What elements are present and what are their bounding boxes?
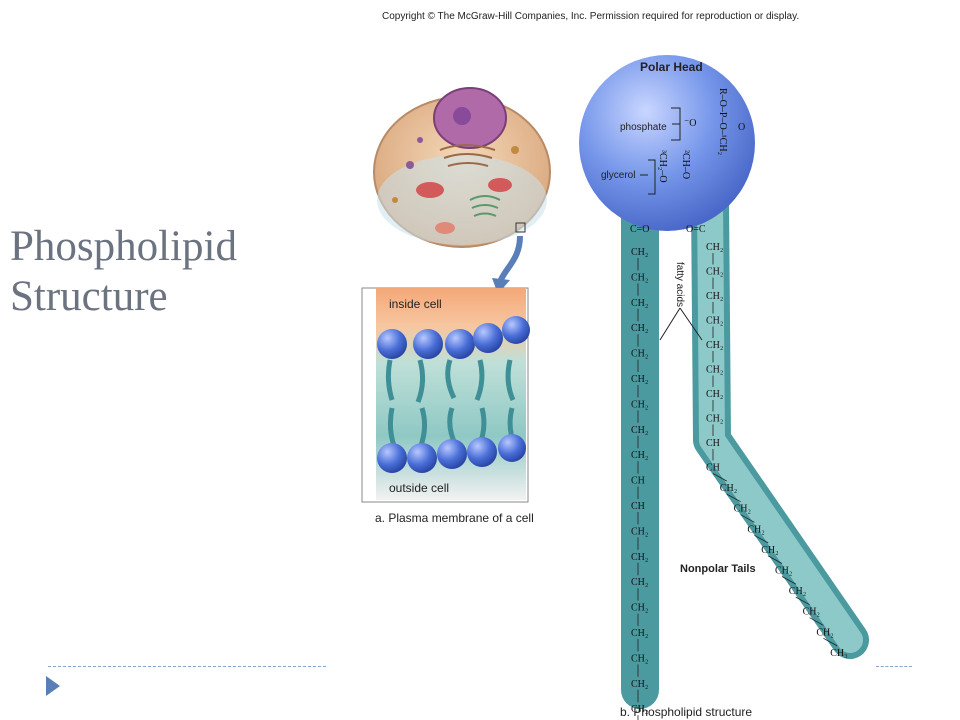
- left-chain-residue: CH₂: [631, 374, 648, 385]
- title-line-2: Structure: [10, 273, 168, 320]
- right-chain-bond: [712, 473, 727, 482]
- caption-a: a. Plasma membrane of a cell: [375, 511, 534, 525]
- phosphate-label: phosphate: [620, 122, 667, 133]
- caption-b: b. Phospholipid structure: [620, 705, 752, 719]
- right-chain-residue: CH₂: [706, 267, 723, 278]
- right-chain-residue: CH₂: [706, 414, 723, 425]
- right-chain-residue: CH₂: [789, 586, 806, 597]
- divider-line-left: [48, 666, 326, 667]
- polar-head-label: Polar Head: [640, 60, 703, 74]
- left-chain-residue: CH₂: [631, 552, 648, 563]
- right-chain-residue: CH₂: [803, 607, 820, 618]
- right-chain-residue: CH₂: [720, 483, 737, 494]
- formula-r4-group: ²CH–O: [680, 150, 691, 179]
- left-chain-residue: CH₂: [631, 450, 648, 461]
- left-chain-residue: CH₂: [631, 653, 648, 664]
- right-chain-bond: [781, 576, 796, 585]
- right-chain-bond: [740, 514, 755, 523]
- right-chain-bond: [809, 617, 824, 626]
- formula-r1: R–O–P–O–¹CH₂: [717, 88, 728, 155]
- right-chain-bond: [726, 493, 741, 503]
- divider-line-right: [876, 666, 912, 667]
- right-chain-bond: [823, 637, 838, 647]
- formula-double-o: O: [738, 122, 745, 133]
- formula-r5-group: ³CH₂–O: [657, 150, 668, 183]
- formula-r5: ³CH₂–O: [657, 150, 668, 183]
- outer-leaflet: [377, 407, 526, 473]
- right-chain-bond: [795, 596, 810, 606]
- right-chain-bond: [768, 555, 783, 564]
- right-chain-residue: CH₂: [706, 291, 723, 302]
- left-chain-residue: CH: [631, 476, 645, 487]
- cell-illustration: [373, 87, 551, 294]
- left-chain-residue: CH₂: [631, 298, 648, 309]
- left-chain-residue: CH₂: [631, 526, 648, 537]
- right-chain-residue: CH₂: [706, 316, 723, 327]
- outside-cell-label: outside cell: [389, 481, 449, 495]
- left-chain-residue: CH₂: [631, 349, 648, 360]
- inner-leaflet: [377, 316, 530, 403]
- nonpolar-tails-label: Nonpolar Tails: [680, 563, 756, 575]
- next-slide-arrow-icon[interactable]: [46, 676, 60, 696]
- right-chain-residue: CH₂: [761, 545, 778, 556]
- glycerol-label: glycerol: [601, 170, 635, 181]
- left-chain-residue: CH₂: [631, 247, 648, 258]
- right-fatty-acid-chain: CH₂CH₂CH₂CH₂CH₂CH₂CH₂CH₂CHCHCH₂CH₂CH₂CH₂…: [706, 242, 848, 659]
- right-chain-residue: CH₂: [706, 340, 723, 351]
- right-chain-residue: CH₂: [775, 566, 792, 577]
- right-chain-residue: CH₂: [706, 242, 723, 253]
- left-chain-residue: CH₂: [631, 603, 648, 614]
- left-chain-residue: CH: [631, 501, 645, 512]
- inside-cell-label: inside cell: [389, 297, 442, 311]
- membrane-inset: inside cell outside cell: [361, 287, 530, 503]
- slide-title: Phospholipid Structure: [10, 222, 330, 322]
- left-chain-residue: CH₂: [631, 425, 648, 436]
- right-chain-residue: CH: [706, 438, 720, 449]
- left-chain-residue: CH₂: [631, 323, 648, 334]
- right-carbonyl: O=C: [686, 224, 706, 235]
- title-line-1: Phospholipid: [10, 223, 237, 270]
- formula-r4: ²CH–O: [680, 150, 691, 179]
- left-chain-residue: CH₂: [631, 272, 648, 283]
- right-chain-residue: CH₂: [734, 504, 751, 515]
- left-chain-residue: CH₂: [631, 628, 648, 639]
- right-chain-residue: CH₃: [830, 648, 847, 659]
- left-fatty-acid-chain: CH₂ CH₂ CH₂ CH₂ CH₂ CH₂ CH₂ CH₂ CH₂ CH CH CH₂ CH₂ CH₂…: [631, 247, 648, 720]
- fatty-acids-label: fatty acids: [674, 262, 685, 307]
- left-chain-residue: CH₂: [631, 577, 648, 588]
- formula-o-minus: ⁻O: [684, 118, 697, 129]
- nonpolar-tails: [621, 171, 869, 709]
- head-formula: R–O–P–O–¹CH₂: [717, 88, 728, 155]
- right-chain-residue: CH₂: [706, 365, 723, 376]
- polar-head: [579, 55, 755, 231]
- copyright-notice: Copyright © The McGraw-Hill Companies, I…: [382, 11, 800, 22]
- left-carbonyl: C=O: [630, 224, 650, 235]
- left-chain-residue: CH₂: [631, 399, 648, 410]
- right-chain-residue: CH₂: [706, 389, 723, 400]
- left-chain-residue: CH₂: [631, 679, 648, 690]
- right-chain-residue: CH₂: [747, 524, 764, 535]
- right-chain-residue: CH₂: [816, 627, 833, 638]
- right-chain-residue: CH: [706, 463, 720, 474]
- right-chain-bond: [754, 534, 769, 544]
- fatty-acids-label-group: fatty acids: [674, 262, 685, 307]
- left-chain-residue: CH₂: [631, 704, 648, 715]
